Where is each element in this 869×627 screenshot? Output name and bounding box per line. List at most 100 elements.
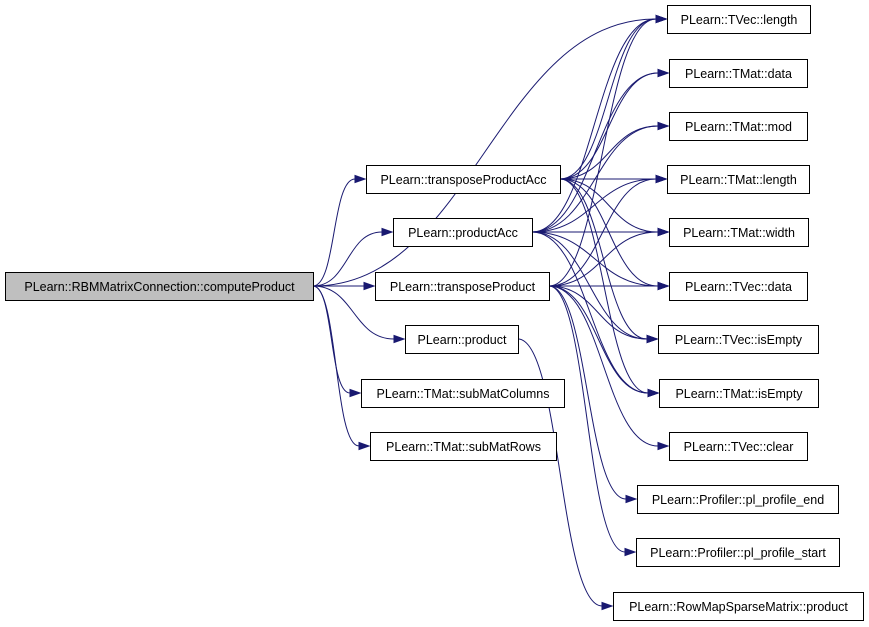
node-smr-label: PLearn::TMat::subMatRows [386,440,541,454]
edge-tp-to-tmwid [548,231,659,287]
node-root-label: PLearn::RBMMatrixConnection::computeProd… [24,280,295,294]
node-tmwid[interactable]: PLearn::TMat::width [669,218,809,247]
node-tvlen[interactable]: PLearn::TVec::length [667,5,811,34]
arrowhead-root-to-prod [393,334,406,344]
edge-root-to-tpa [312,178,356,287]
arrowhead-root-to-tpa [354,174,367,184]
edge-root-to-prod [312,285,395,340]
node-tpa[interactable]: PLearn::transposeProductAcc [366,165,561,194]
node-smc[interactable]: PLearn::TMat::subMatColumns [361,379,565,408]
edge-pa-to-tmlen [531,178,657,233]
arrowhead-tp-to-tmempty [647,388,660,398]
node-tvempty-label: PLearn::TVec::isEmpty [675,333,803,347]
node-tmdata-label: PLearn::TMat::data [685,67,792,81]
edge-pa-to-tmmod [531,125,659,233]
node-root-box [5,272,314,301]
node-tvempty-box [658,325,819,354]
node-tmempty[interactable]: PLearn::TMat::isEmpty [659,379,819,408]
node-smr[interactable]: PLearn::TMat::subMatRows [370,432,557,461]
node-tvclear-box [669,432,808,461]
edge-tp-to-pend [548,285,627,500]
arrowhead-prod-to-rmsp [601,601,614,611]
node-tvempty[interactable]: PLearn::TVec::isEmpty [658,325,819,354]
arrowhead-tp-to-tvlen [655,14,668,24]
node-pstart-label: PLearn::Profiler::pl_profile_start [650,546,826,560]
edge-pa-to-tvlen [531,18,657,233]
node-smr-box [370,432,557,461]
edge-tp-to-tvlen [548,18,657,287]
edge-pa-to-tmempty [531,231,649,394]
node-prod-box [405,325,519,354]
node-tvclear[interactable]: PLearn::TVec::clear [669,432,808,461]
edge-tp-to-tvempty [548,285,648,340]
arrowhead-tp-to-tmwid [657,227,670,237]
arrowhead-root-to-tp [363,281,376,291]
node-tvclear-label: PLearn::TVec::clear [684,440,794,454]
edge-tp-to-tvclear [548,285,659,447]
arrowhead-pa-to-tmmod [657,121,670,131]
node-tmlen[interactable]: PLearn::TMat::length [667,165,810,194]
node-pend-label: PLearn::Profiler::pl_profile_end [652,493,824,507]
node-tpa-box [366,165,561,194]
edge-tpa-to-tmmod [559,125,659,180]
edge-prod-to-rmsp [517,338,603,607]
node-tvlen-label: PLearn::TVec::length [681,13,798,27]
node-root[interactable]: PLearn::RBMMatrixConnection::computeProd… [5,272,314,301]
arrowhead-root-to-pa [381,227,394,237]
node-tmwid-label: PLearn::TMat::width [683,226,795,240]
arrowhead-tp-to-tvclear [657,441,670,451]
edge-root-to-pa [312,231,383,287]
node-pend[interactable]: PLearn::Profiler::pl_profile_end [637,485,839,514]
node-tmempty-label: PLearn::TMat::isEmpty [675,387,803,401]
node-tp-box [375,272,550,301]
node-pa[interactable]: PLearn::productAcc [393,218,533,247]
node-pend-box [637,485,839,514]
arrowhead-root-to-smc [349,388,362,398]
node-tvlen-box [667,5,811,34]
arrowhead-tp-to-tmlen [655,174,668,184]
node-tvdata-box [669,272,808,301]
edge-root-to-smr [312,285,360,447]
arrowhead-tp-to-pend [625,494,638,504]
node-tmdata[interactable]: PLearn::TMat::data [669,59,808,88]
node-tmdata-box [669,59,808,88]
node-prod[interactable]: PLearn::product [405,325,519,354]
node-smc-label: PLearn::TMat::subMatColumns [377,387,550,401]
edge-tpa-to-tvlen [559,18,657,180]
node-pa-label: PLearn::productAcc [408,226,518,240]
node-pa-box [393,218,533,247]
node-tmmod-label: PLearn::TMat::mod [685,120,792,134]
call-nodes: PLearn::RBMMatrixConnection::computeProd… [5,5,864,621]
edge-root-to-tvlen [312,18,657,287]
edge-tp-to-tmempty [548,285,649,394]
node-rmsp-label: PLearn::RowMapSparseMatrix::product [629,600,848,614]
node-rmsp-box [613,592,864,621]
node-tmlen-box [667,165,810,194]
edge-tpa-to-tmwid [559,178,659,233]
node-pstart[interactable]: PLearn::Profiler::pl_profile_start [636,538,840,567]
call-edges [312,14,670,611]
edge-tpa-to-tmdata [559,72,659,180]
node-tmlen-label: PLearn::TMat::length [680,173,797,187]
arrowhead-tp-to-tvempty [646,334,659,344]
node-tp-label: PLearn::transposeProduct [390,280,536,294]
arrowhead-pa-to-tmdata [657,68,670,78]
node-smc-box [361,379,565,408]
node-tmmod[interactable]: PLearn::TMat::mod [669,112,808,141]
node-tmmod-box [669,112,808,141]
node-tpa-label: PLearn::transposeProductAcc [380,173,546,187]
edge-tp-to-tmlen [548,178,657,287]
node-pstart-box [636,538,840,567]
edge-tp-to-pstart [548,285,626,553]
node-rmsp[interactable]: PLearn::RowMapSparseMatrix::product [613,592,864,621]
node-tp[interactable]: PLearn::transposeProduct [375,272,550,301]
node-tvdata[interactable]: PLearn::TVec::data [669,272,808,301]
edge-pa-to-tvdata [531,231,659,287]
node-tmempty-box [659,379,819,408]
arrowhead-tp-to-tvdata [657,281,670,291]
arrowhead-root-to-smr [358,441,371,451]
arrowhead-tp-to-pstart [624,547,637,557]
edge-pa-to-tmdata [531,72,659,233]
node-tmwid-box [669,218,809,247]
